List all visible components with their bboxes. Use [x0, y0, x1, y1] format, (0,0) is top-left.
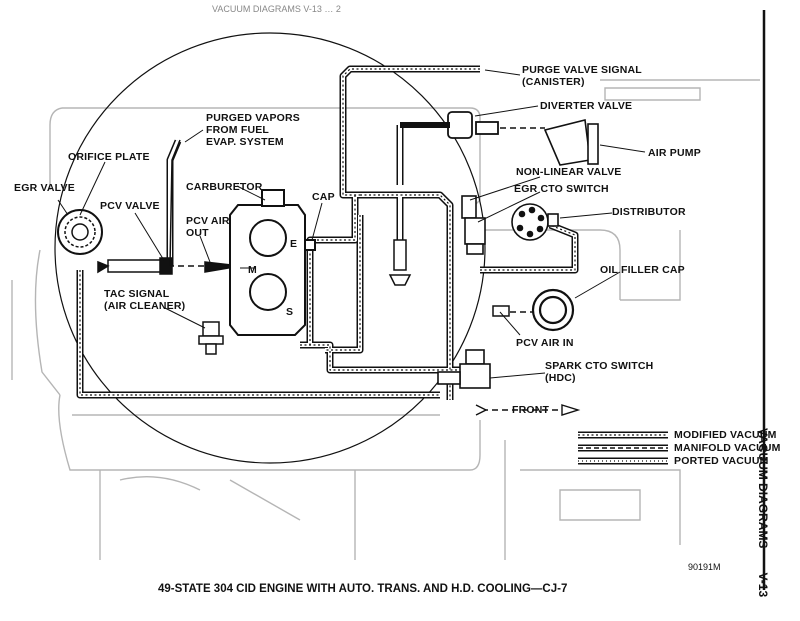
- vacuum-switch: [388, 239, 412, 286]
- carburetor: [229, 189, 316, 336]
- label-port-e: E: [290, 238, 298, 250]
- engine-circle: [54, 32, 486, 464]
- oil-filler-cap: [492, 288, 575, 332]
- side-header: VACUUM DIAGRAMS V-13: [756, 428, 770, 621]
- label-purged-vapors: PURGED VAPORS FROM FUEL EVAP. SYSTEM: [206, 112, 301, 148]
- non-linear-valve: [461, 195, 486, 255]
- vacuum-diagram: [11, 10, 766, 590]
- spark-cto-switch: [437, 349, 491, 389]
- pcv-valve: [97, 257, 241, 275]
- figure-number: 90191M: [688, 562, 721, 572]
- label-egr-valve: EGR VALVE: [14, 182, 75, 194]
- label-oil-filler-cap: OIL FILLER CAP: [600, 264, 685, 276]
- air-pump: [543, 119, 599, 166]
- label-carburetor: CARBURETOR: [186, 181, 263, 193]
- engine-outline: [11, 79, 760, 560]
- label-orifice-plate: ORIFICE PLATE: [68, 151, 150, 163]
- label-front: FRONT: [512, 404, 550, 416]
- vacuum-lines-hatch: [80, 69, 575, 400]
- distributor: [511, 203, 559, 241]
- label-diverter-valve: DIVERTER VALVE: [540, 100, 633, 112]
- side-title: VACUUM DIAGRAMS: [756, 428, 770, 549]
- label-pcv-air-in: PCV AIR IN: [516, 337, 574, 349]
- label-pcv-air-out: PCV AIR OUT: [186, 215, 230, 239]
- label-port-m: M: [248, 264, 257, 276]
- diagram-caption: 49-STATE 304 CID ENGINE WITH AUTO. TRANS…: [158, 583, 568, 595]
- label-spark-cto-switch: SPARK CTO SWITCH (HDC): [545, 360, 654, 384]
- label-non-linear-valve: NON-LINEAR VALVE: [516, 166, 622, 178]
- legend-lines: [578, 431, 668, 465]
- tac-signal-motor: [198, 321, 224, 355]
- label-egr-cto-switch: EGR CTO SWITCH: [514, 183, 609, 195]
- label-purge-valve-signal: PURGE VALVE SIGNAL (CANISTER): [522, 64, 642, 88]
- legend-label-manifold: MANIFOLD VACUUM: [674, 442, 781, 454]
- label-cap: CAP: [312, 191, 335, 203]
- label-distributor: DISTRIBUTOR: [612, 206, 686, 218]
- leader-lines: [57, 69, 646, 379]
- egr-valve: [57, 209, 103, 255]
- top-faint-text: VACUUM DIAGRAMS V-13 … 2: [212, 4, 341, 14]
- legend-label-ported: PORTED VACUUM: [674, 455, 769, 467]
- legend-label-modified: MODIFIED VACUUM: [674, 429, 777, 441]
- side-page: V-13: [756, 572, 770, 598]
- label-air-pump: AIR PUMP: [648, 147, 701, 159]
- label-tac-signal: TAC SIGNAL (AIR CLEANER): [104, 288, 186, 312]
- purged-vapors-hose: [169, 139, 181, 267]
- label-pcv-valve: PCV VALVE: [100, 200, 160, 212]
- label-port-s: S: [286, 306, 294, 318]
- diverter-valve: [400, 111, 499, 139]
- front-arrow: [475, 404, 581, 416]
